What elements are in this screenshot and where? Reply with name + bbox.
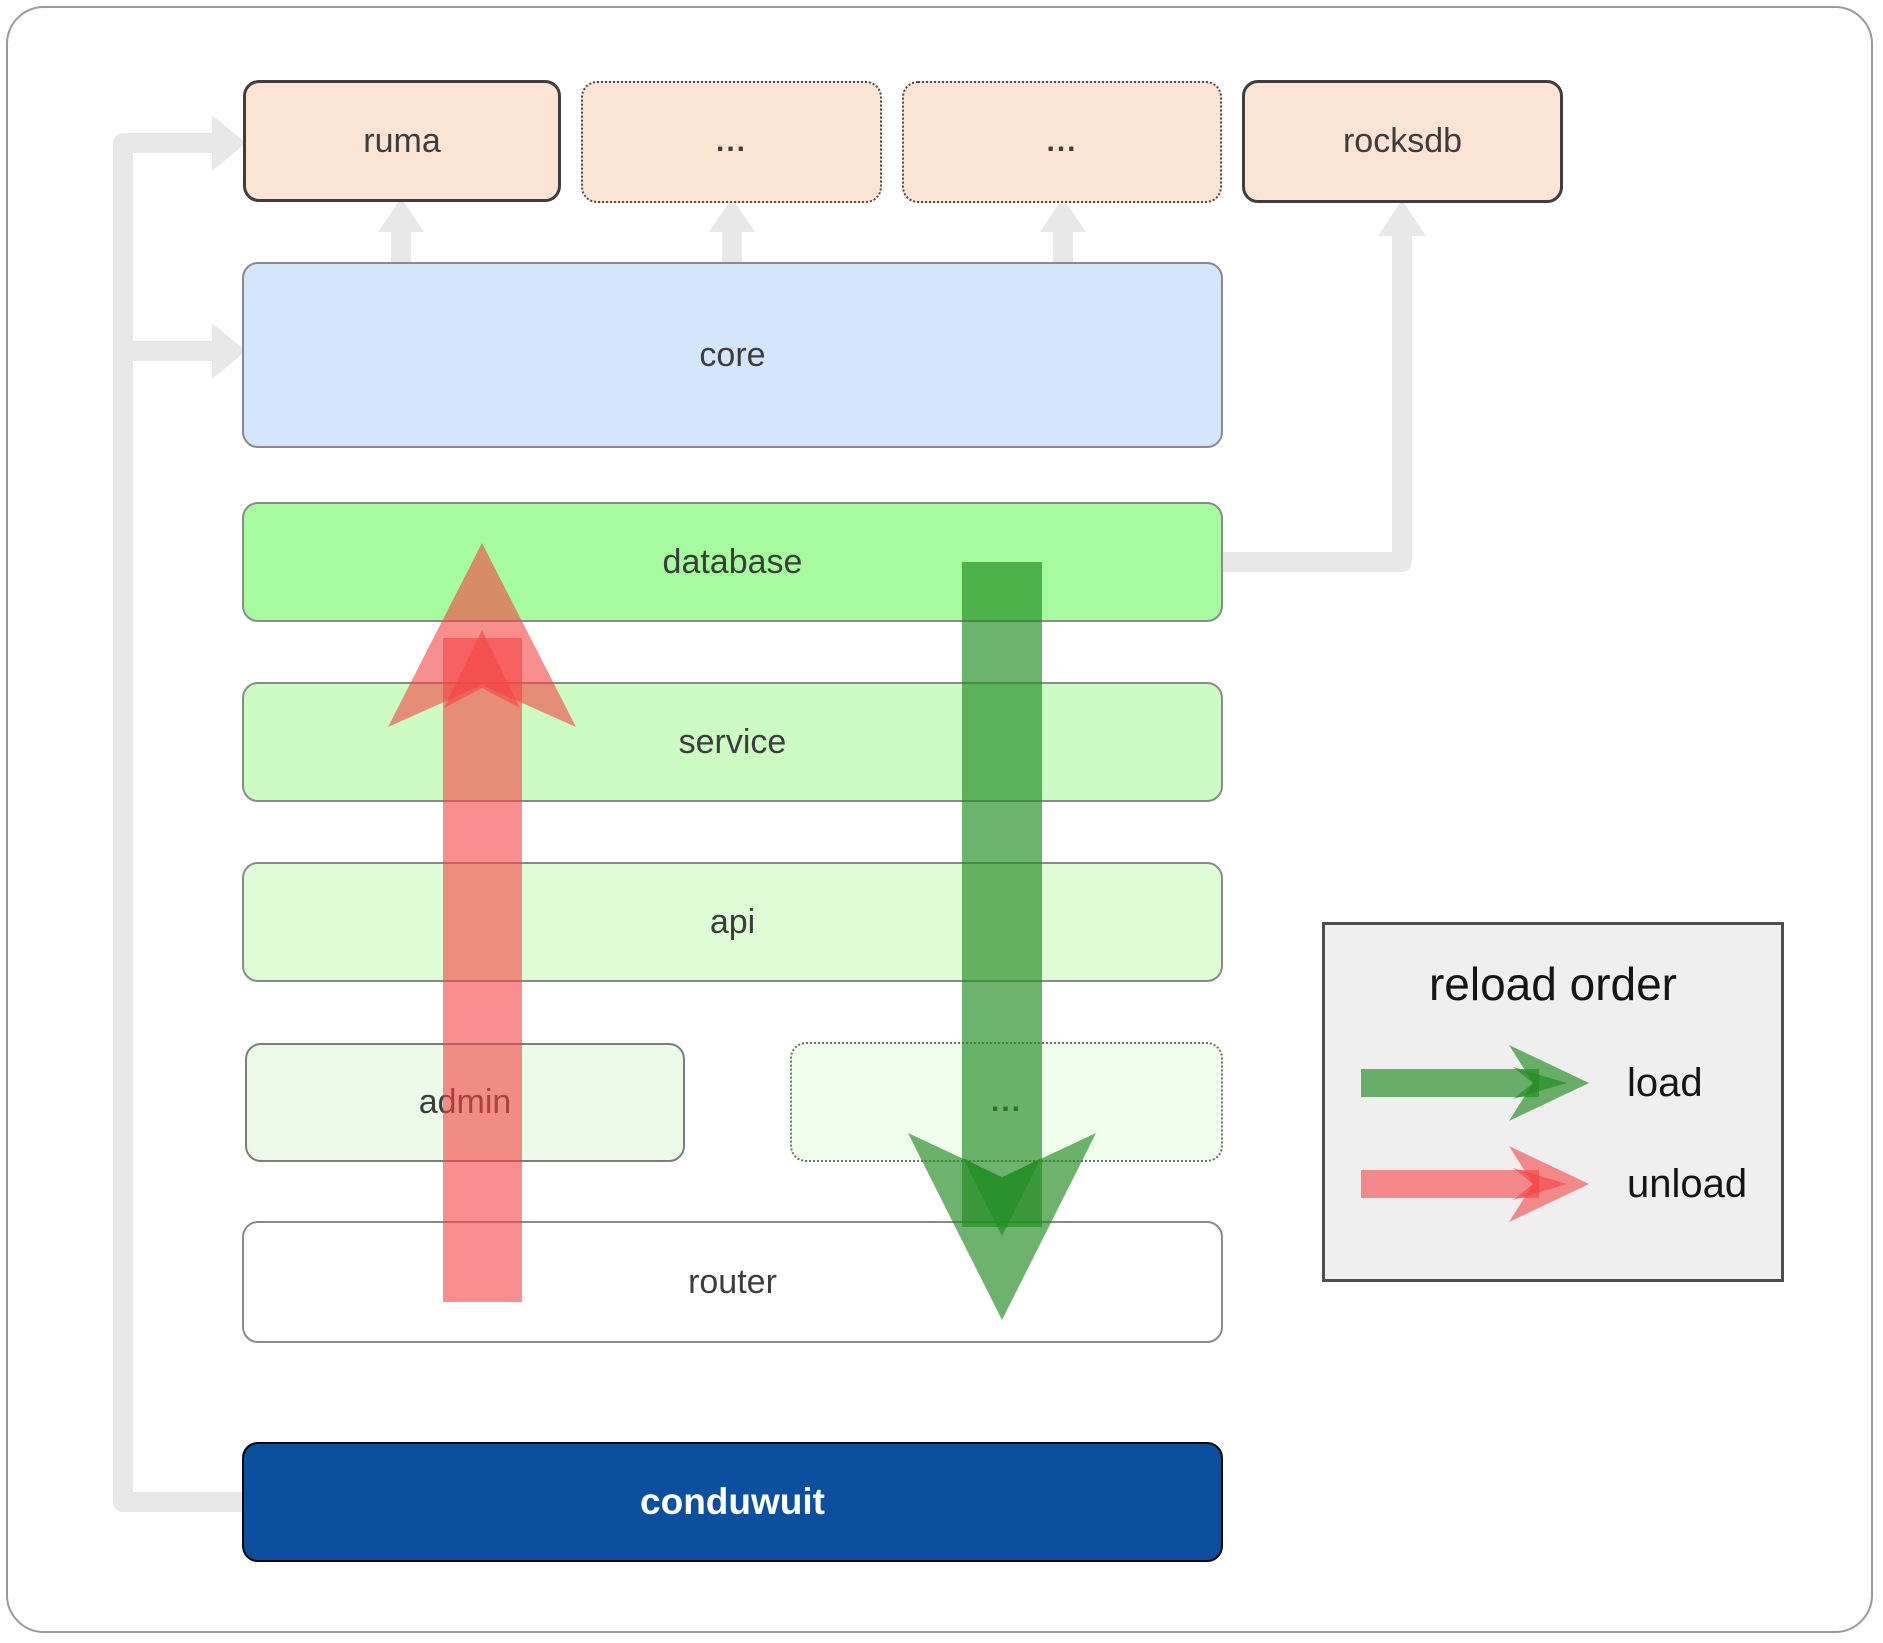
legend-unload-arrow-icon — [1361, 1146, 1589, 1222]
node-admin: admin — [245, 1043, 685, 1162]
node-router-label: router — [688, 1262, 777, 1301]
node-service-label: service — [678, 722, 787, 761]
node-conduwuit-label: conduwuit — [640, 1481, 825, 1522]
node-dots-top-2-label: ... — [1046, 125, 1078, 158]
legend-reload-order: reload order load unload — [1322, 922, 1784, 1282]
node-database-label: database — [662, 542, 803, 581]
legend-load-arrow-icon — [1361, 1045, 1589, 1121]
node-dots-admin-row-label: ... — [990, 1085, 1022, 1118]
node-database: database — [242, 502, 1223, 622]
node-core-label: core — [699, 335, 766, 374]
legend-unload-label: unload — [1627, 1161, 1748, 1206]
canvas-frame — [6, 6, 1873, 1633]
node-router: router — [242, 1221, 1223, 1343]
node-dots-admin-row: ... — [790, 1042, 1223, 1162]
legend-load-label: load — [1627, 1060, 1703, 1105]
node-api-label: api — [709, 902, 756, 941]
node-admin-label: admin — [418, 1083, 512, 1121]
legend-title: reload order — [1428, 958, 1678, 1010]
node-ruma: ruma — [243, 80, 561, 202]
node-rocksdb: rocksdb — [1242, 80, 1563, 203]
node-ruma-label: ruma — [363, 121, 441, 160]
node-conduwuit: conduwuit — [242, 1442, 1223, 1562]
node-service: service — [242, 682, 1223, 802]
node-dots-top-1: ... — [581, 81, 882, 203]
node-rocksdb-label: rocksdb — [1342, 122, 1463, 160]
node-dots-top-1-label: ... — [715, 125, 747, 158]
node-api: api — [242, 862, 1223, 982]
node-core: core — [242, 262, 1223, 448]
node-dots-top-2: ... — [902, 81, 1222, 203]
